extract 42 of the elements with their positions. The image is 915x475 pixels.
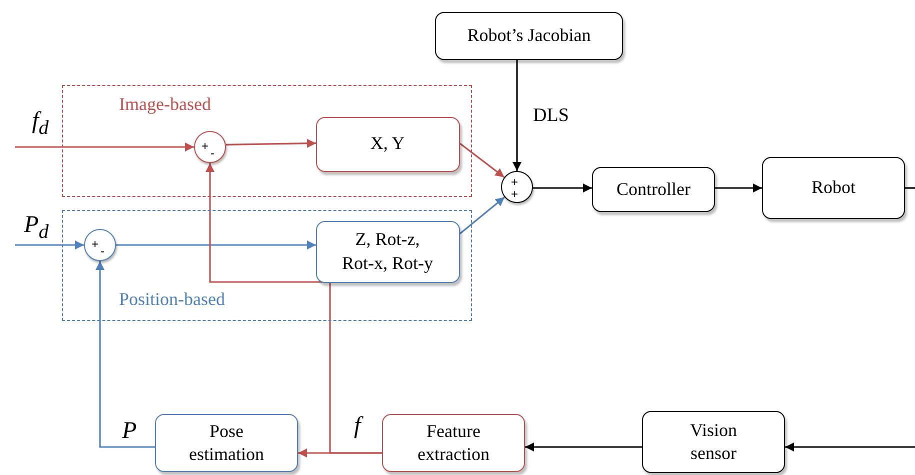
- sign-symbol: +: [511, 176, 518, 188]
- box-label: Robot: [811, 176, 856, 200]
- connector-arrow: [206, 163, 382, 454]
- connector-arrow: [525, 442, 642, 452]
- process-box: [435, 12, 623, 60]
- connector-arrow: [785, 442, 915, 452]
- dashed-group-frame: [62, 85, 472, 197]
- box-label: X, Y: [370, 132, 405, 156]
- process-box: [316, 116, 460, 172]
- dashed-group-frame: [62, 210, 472, 321]
- sign-symbol: +: [202, 140, 209, 152]
- process-box: [762, 157, 905, 219]
- connector-arrow: [533, 184, 592, 192]
- sign-symbol: +: [92, 238, 99, 250]
- connector-arrow: [116, 240, 316, 250]
- connector-arrow: [715, 184, 762, 192]
- sign-symbol: -: [100, 244, 104, 256]
- process-box: [155, 414, 298, 472]
- group-label: Position-based: [119, 289, 225, 310]
- sign-symbol: -: [210, 146, 214, 158]
- process-box: [382, 414, 525, 472]
- edge-label: f: [352, 413, 363, 440]
- process-box: [642, 411, 785, 473]
- connector-arrow: [15, 240, 84, 250]
- summing-junction: [501, 171, 533, 203]
- box-label: Pose estimation: [188, 420, 265, 466]
- box-label: Z, Rot-z, Rot-x, Rot-y: [340, 228, 434, 275]
- connector-arrow: [15, 142, 194, 152]
- connector-arrow: [226, 138, 316, 148]
- connector-arrow: [96, 261, 155, 448]
- connector-arrow: [460, 196, 506, 234]
- summing-junction: [84, 228, 116, 260]
- process-box: [592, 167, 715, 212]
- box-label: Controller: [616, 178, 690, 201]
- connector-arrow: [512, 60, 522, 171]
- group-label: Image-based: [119, 94, 211, 115]
- box-label: Feature extraction: [416, 420, 490, 466]
- process-box: [316, 220, 460, 282]
- summing-junction: [194, 130, 226, 162]
- sign-symbol: +: [511, 188, 518, 200]
- box-label: Vision sensor: [689, 418, 738, 465]
- box-label: Robot’s Jacobian: [467, 24, 591, 48]
